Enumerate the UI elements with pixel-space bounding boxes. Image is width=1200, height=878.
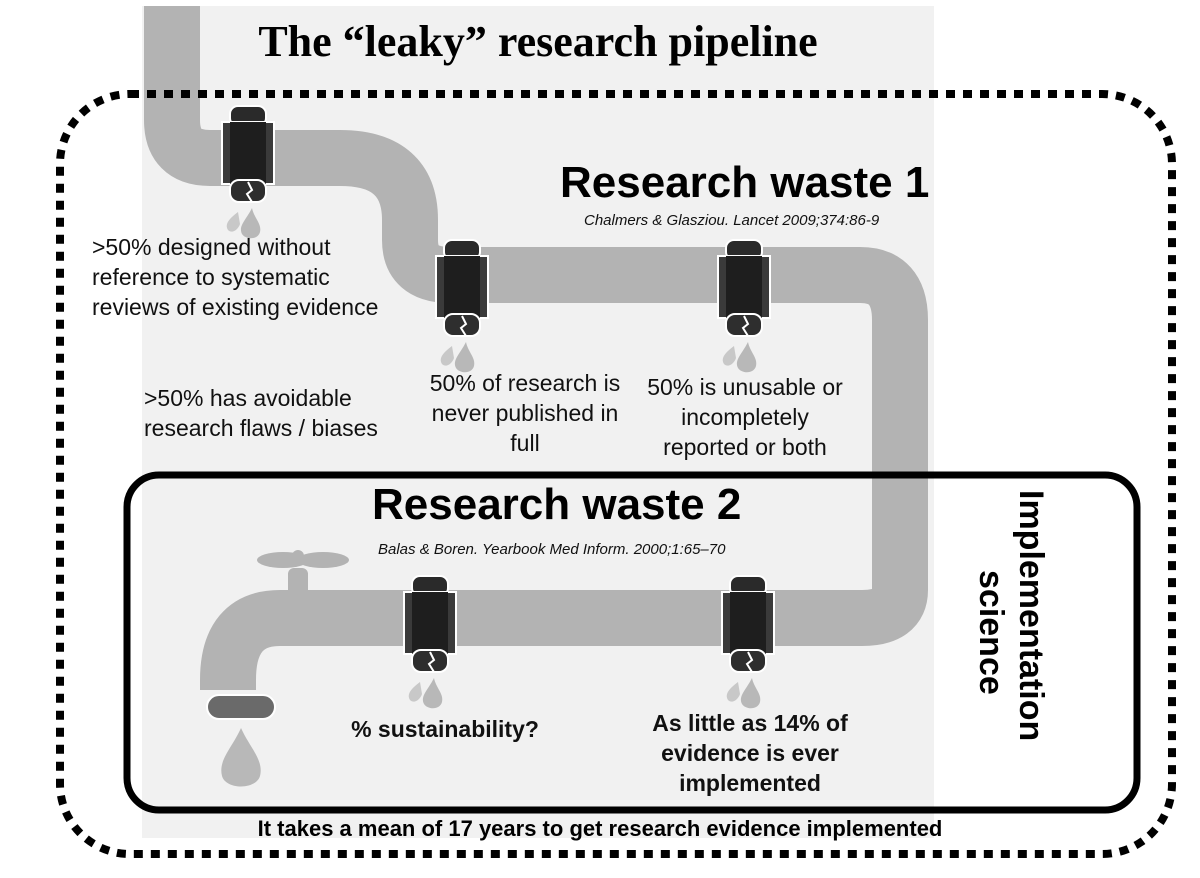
valve-leak-3 [435,239,489,373]
faucet-icon [200,550,349,787]
waste1-citation: Chalmers & Glasziou. Lancet 2009;374:86-… [584,212,880,229]
footer-note: It takes a mean of 17 years to get resea… [257,816,943,841]
implementation-science-box [123,471,1141,814]
implementation-science-label: Implementation science [960,490,1080,810]
leaking-valve-icon [221,105,275,203]
leak-text-1: >50% designed without reference to syste… [92,234,379,320]
leaking-valve-icon [717,239,771,337]
side-label-line2: science [972,570,1010,695]
leak-text-5: % sustainability? [351,716,539,742]
waste1-heading: Research waste 1 [560,158,930,207]
page-title: The “leaky” research pipeline [258,17,818,66]
valve-leak-5 [403,575,457,709]
pipe [144,6,928,646]
leaking-valve-icon [721,575,775,673]
leak-text-2: >50% has avoidable research flaws / bias… [144,385,378,441]
waste2-citation: Balas & Boren. Yearbook Med Inform. 2000… [378,541,726,558]
valve-leak-1 [221,105,275,239]
leak-text-6: As little as 14% of evidence is ever imp… [652,710,848,796]
leak-text-4: 50% is unusable or incompletely reported… [647,374,843,460]
valve-leak-6 [721,575,775,709]
research-pipeline-dotted-border [56,90,1176,858]
water-drop-icon [722,342,757,373]
leak-text-3: 50% of research is never published in fu… [429,370,621,456]
water-drop-icon [726,678,761,709]
waste2-heading: Research waste 2 [372,480,742,529]
side-label-line1: Implementation [1012,490,1050,742]
leaking-valve-icon [435,239,489,337]
valve-leak-4 [717,239,771,373]
water-drop-icon [408,678,443,709]
leaking-valve-icon [403,575,457,673]
